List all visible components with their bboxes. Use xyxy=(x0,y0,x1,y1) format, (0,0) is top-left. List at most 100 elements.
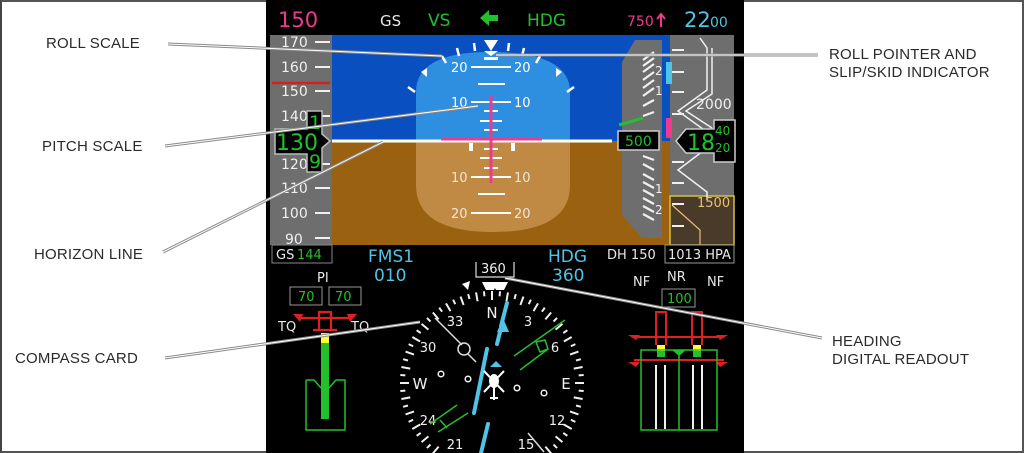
compass-12: 12 xyxy=(549,414,566,429)
alt-target-bug xyxy=(666,62,672,84)
deviation-dots xyxy=(437,370,548,397)
roll-45-right-icon xyxy=(556,68,562,77)
pitch-label-10-up-right: 10 xyxy=(514,96,531,111)
vs-target: 750 xyxy=(627,14,654,30)
callout-heading-readout: HEADING DIGITAL READOUT xyxy=(832,333,969,369)
altitude-readout-box xyxy=(675,119,736,163)
aircraft-symbol-right xyxy=(511,143,515,151)
heading-readout-box xyxy=(475,262,515,278)
arrow-up-icon xyxy=(656,12,666,27)
heading-bug-icon xyxy=(462,281,470,290)
speed-tick-150: 150 xyxy=(281,84,308,100)
hdg-value: 360 xyxy=(552,266,584,286)
alt-current-sub-lower: 20 xyxy=(715,141,730,155)
groundspeed-label: GS xyxy=(276,248,294,263)
lubber-line-icon xyxy=(482,282,508,290)
vsi-pointer xyxy=(618,116,644,127)
altitude-tape: 2000 1500 18 40 20 DH 150 1013 HPA xyxy=(607,35,736,264)
callout-heading-line2: DIGITAL READOUT xyxy=(832,351,970,368)
speed-tick-170: 170 xyxy=(281,35,308,51)
alt-label-2000: 2000 xyxy=(696,97,732,113)
baro-setting: 1013 HPA xyxy=(668,248,731,263)
nf-label-left: NF xyxy=(633,275,650,290)
callout-roll-pointer-line1: ROLL POINTER AND xyxy=(829,46,977,63)
roll-45-left-icon xyxy=(421,68,427,77)
engine-right-gauge: NF NR NF 100 xyxy=(628,270,728,431)
helicopter-symbol-icon xyxy=(483,370,505,400)
pi-value-left: 70 xyxy=(298,290,315,305)
airspeed-tape: 170 160 150 140 120 110 100 90 130 1 9 G… xyxy=(270,35,333,264)
compass-15: 15 xyxy=(518,438,535,453)
vsi-mark-up-1: 1 xyxy=(655,84,663,98)
engine-left-gauge: PI 70 70 TQ TQ xyxy=(277,271,369,431)
baro-box xyxy=(664,244,735,264)
alt-label-1500: 1500 xyxy=(697,196,730,211)
alt-current-main: 18 xyxy=(687,131,715,156)
alt-current-sub-upper: 40 xyxy=(715,124,730,138)
aircraft-symbol-left xyxy=(469,143,473,151)
callout-roll-pointer-line2: SLIP/SKID INDICATOR xyxy=(829,64,990,81)
tq-label-right: TQ xyxy=(350,320,369,335)
arrow-left-icon xyxy=(480,10,498,26)
nr-label: NR xyxy=(667,270,686,285)
pitch-label-20-down-left: 20 xyxy=(451,207,468,222)
vsi-mark-down-2: 2 xyxy=(655,203,663,217)
speed-tick-120: 120 xyxy=(281,157,308,173)
pitch-label-10-down-right: 10 xyxy=(514,171,531,186)
callout-roll-pointer: ROLL POINTER AND SLIP/SKID INDICATOR xyxy=(829,46,990,82)
compass-24: 24 xyxy=(420,414,437,429)
groundspeed-value: 144 xyxy=(297,248,322,263)
decision-height: DH 150 xyxy=(607,248,656,263)
compass-3: 3 xyxy=(524,315,532,330)
heading-readout: 360 xyxy=(481,262,506,277)
hdg-label: HDG xyxy=(548,247,587,267)
pitch-label-10-down-left: 10 xyxy=(451,171,468,186)
speed-tick-110: 110 xyxy=(281,181,308,197)
speed-tick-160: 160 xyxy=(281,60,308,76)
top-mode-bar: 150 GS VS HDG 750 22 00 xyxy=(278,8,728,32)
pitch-label-20-up-right: 20 xyxy=(514,61,531,76)
fms-label: FMS1 xyxy=(368,247,414,267)
alt-bug-magenta xyxy=(666,118,672,138)
compass-e: E xyxy=(561,375,570,393)
mode-gs: GS xyxy=(380,12,401,30)
fms-course: 010 xyxy=(374,266,406,286)
tq-label-left: TQ xyxy=(277,320,296,335)
compass-6: 6 xyxy=(551,341,559,356)
callout-pitch-scale: PITCH SCALE xyxy=(42,138,143,155)
speed-target: 150 xyxy=(278,8,318,32)
pitch-label-10-up-left: 10 xyxy=(451,96,468,111)
callout-horizon-line: HORIZON LINE xyxy=(34,246,144,263)
nr-value: 100 xyxy=(667,292,692,307)
nf-label-right: NF xyxy=(707,275,724,290)
pi-value-right: 70 xyxy=(335,290,352,305)
callout-roll-scale: ROLL SCALE xyxy=(46,35,140,52)
speed-tick-100: 100 xyxy=(281,206,308,222)
pitch-label-20-down-right: 20 xyxy=(514,207,531,222)
alt-trend-chevron xyxy=(676,37,708,200)
alt-target-main: 22 xyxy=(684,8,711,32)
compass-n: N xyxy=(486,304,497,322)
pi-label: PI xyxy=(317,271,329,286)
speed-tick-140: 140 xyxy=(281,109,308,125)
compass-w: W xyxy=(413,375,428,393)
vsi-value: 500 xyxy=(625,134,652,150)
vertical-speed-indicator: 2 1 1 2 500 xyxy=(617,40,663,238)
compass-33: 33 xyxy=(447,315,464,330)
callout-heading-line1: HEADING xyxy=(832,333,902,350)
alt-target-sub: 00 xyxy=(710,15,728,31)
pitch-label-20-up-left: 20 xyxy=(451,61,468,76)
vsi-mark-up-2: 2 xyxy=(655,64,663,78)
vsi-mark-down-1: 1 xyxy=(655,182,663,196)
course-arrow-icon xyxy=(497,318,509,332)
vsi-readout-box xyxy=(617,130,660,151)
mode-vs: VS xyxy=(428,11,450,31)
primary-flight-display: 150 GS VS HDG 750 22 00 xyxy=(266,0,744,453)
speed-drum-lower: 9 xyxy=(309,151,321,173)
callout-compass-card: COMPASS CARD xyxy=(15,350,138,367)
compass-card: 360 N 3 6 E 12 15 21 24 W 30 33 xyxy=(400,262,584,453)
compass-21: 21 xyxy=(447,438,464,453)
speed-drum-upper: 1 xyxy=(309,112,321,134)
mode-hdg: HDG xyxy=(527,11,566,31)
compass-30: 30 xyxy=(420,341,437,356)
